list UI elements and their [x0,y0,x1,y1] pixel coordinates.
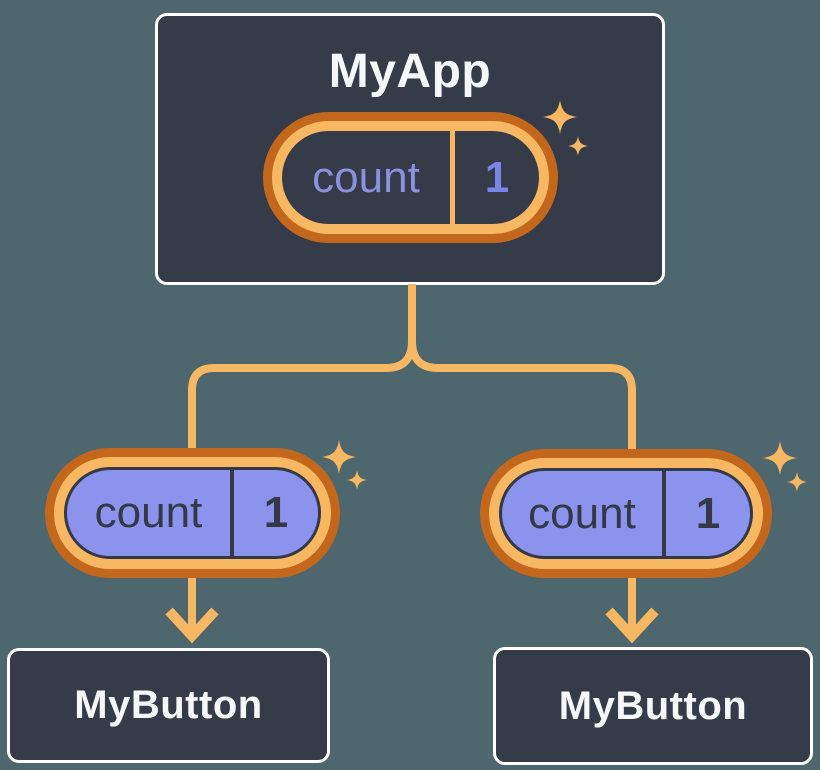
prop-pill-core: count 1 [64,467,321,559]
state-value: 1 [484,152,510,202]
state-pill-core: count 1 [282,131,539,224]
sparkle-icon [543,100,577,134]
sparkle-icon [322,440,356,474]
sparkle-icon [347,470,367,490]
pill-divider [450,131,455,224]
prop-pill-right: count 1 [480,449,772,578]
pill-divider [230,470,234,556]
component-title-mybutton-right: MyButton [558,683,748,728]
prop-pill-core: count 1 [499,468,753,559]
component-box-mybutton-left: MyButton [7,648,330,763]
prop-value: 1 [695,488,721,538]
sparkle-icon [787,472,807,492]
prop-name-label: count [94,488,203,537]
prop-pill-left: count 1 [45,448,340,578]
component-title-myapp: MyApp [328,45,492,98]
pill-divider [662,471,666,556]
state-pill-myapp: count 1 [263,112,558,243]
component-box-mybutton-right: MyButton [493,647,813,765]
sparkle-icon [763,441,797,475]
connector-right-branch [408,284,636,634]
prop-value: 1 [263,488,289,537]
state-name-label: count [312,152,420,202]
prop-name-label: count [528,488,636,538]
sparkle-icon [568,136,588,156]
arrowhead-icon [165,607,219,644]
component-title-mybutton-left: MyButton [74,683,263,727]
arrowhead-icon [605,607,659,644]
